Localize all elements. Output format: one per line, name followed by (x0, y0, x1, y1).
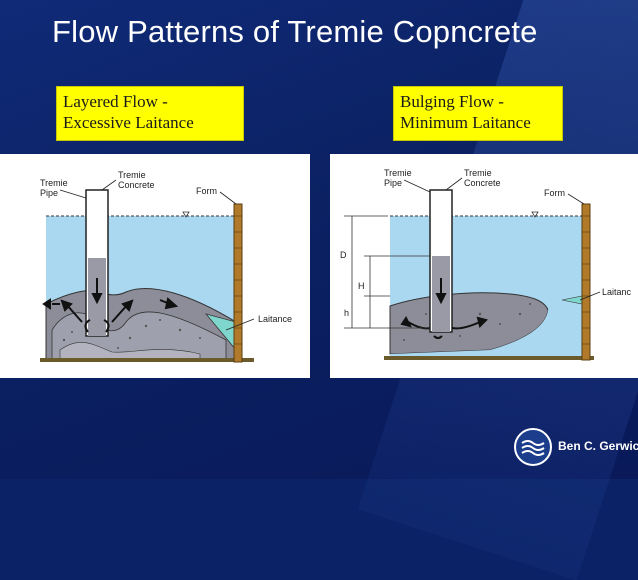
flow-arrows (42, 278, 179, 333)
left-caption: Layered Flow - Excessive Laitance (56, 86, 244, 141)
form-wall (581, 203, 591, 361)
right-caption-line1: Bulging Flow - (400, 92, 504, 111)
tremie-pipe-label-2: Pipe (40, 188, 58, 198)
tremie-pipe-label-1: Tremie (384, 168, 412, 178)
ground-line (384, 356, 594, 360)
water-lower (390, 300, 582, 358)
dimension-d-label: D (340, 250, 347, 260)
ground-line (40, 358, 254, 362)
form-texture (234, 215, 242, 345)
left-caption-line2: Excessive Laitance (63, 113, 194, 132)
bulging-flow-svg: D H h Tremie Pipe Tremie Concrete Form L… (340, 168, 632, 361)
laitance-label: Laitanc (602, 287, 632, 297)
laitance-label: Laitance (258, 314, 292, 324)
tremie-concrete-label-2: Concrete (464, 178, 501, 188)
left-caption-line1: Layered Flow - (63, 92, 168, 111)
tremie-concrete-label-2: Concrete (118, 180, 155, 190)
laitance-leader (225, 318, 255, 331)
dimension-h-lower-label: h (344, 308, 349, 318)
layered-flow-diagram: Tremie Pipe Tremie Concrete Form Laitanc… (0, 154, 310, 378)
form-label: Form (544, 188, 565, 198)
tremie-pipe-label-1: Tremie (40, 178, 68, 188)
water-level-icon (531, 211, 539, 218)
tremie-concrete-label-1: Tremie (464, 168, 492, 178)
concrete-base-layer (59, 342, 201, 361)
form-leader (219, 191, 237, 205)
dimension-h-upper-label: H (358, 281, 365, 291)
company-logo: Ben C. Gerwick, (514, 426, 638, 466)
logo-text: Ben C. Gerwick, (558, 439, 638, 453)
form-texture (582, 215, 590, 345)
right-caption-line2: Minimum Laitance (400, 113, 531, 132)
dimension-lines (344, 215, 430, 329)
right-caption: Bulging Flow - Minimum Laitance (393, 86, 563, 141)
tremie-pipe-leader (59, 189, 87, 199)
layered-flow-svg: Tremie Pipe Tremie Concrete Form Laitanc… (40, 170, 292, 363)
tremie-concrete-leader (101, 179, 117, 191)
water-level-icon (182, 211, 190, 218)
form-leader (567, 193, 585, 205)
flow-arrows (400, 278, 488, 339)
tremie-pipe-leader (403, 179, 431, 193)
tremie-pipe-label-2: Pipe (384, 178, 402, 188)
form-wall (233, 203, 243, 363)
slide-title: Flow Patterns of Tremie Copncrete (52, 14, 538, 49)
laitance-leader (579, 291, 601, 301)
tremie-concrete-label-1: Tremie (118, 170, 146, 180)
tremie-concrete-leader (445, 177, 463, 191)
form-label: Form (196, 186, 217, 196)
bulging-flow-diagram: D H h Tremie Pipe Tremie Concrete Form L… (330, 154, 638, 378)
logo-mark-icon (514, 428, 552, 466)
aggregate-texture (403, 303, 531, 341)
